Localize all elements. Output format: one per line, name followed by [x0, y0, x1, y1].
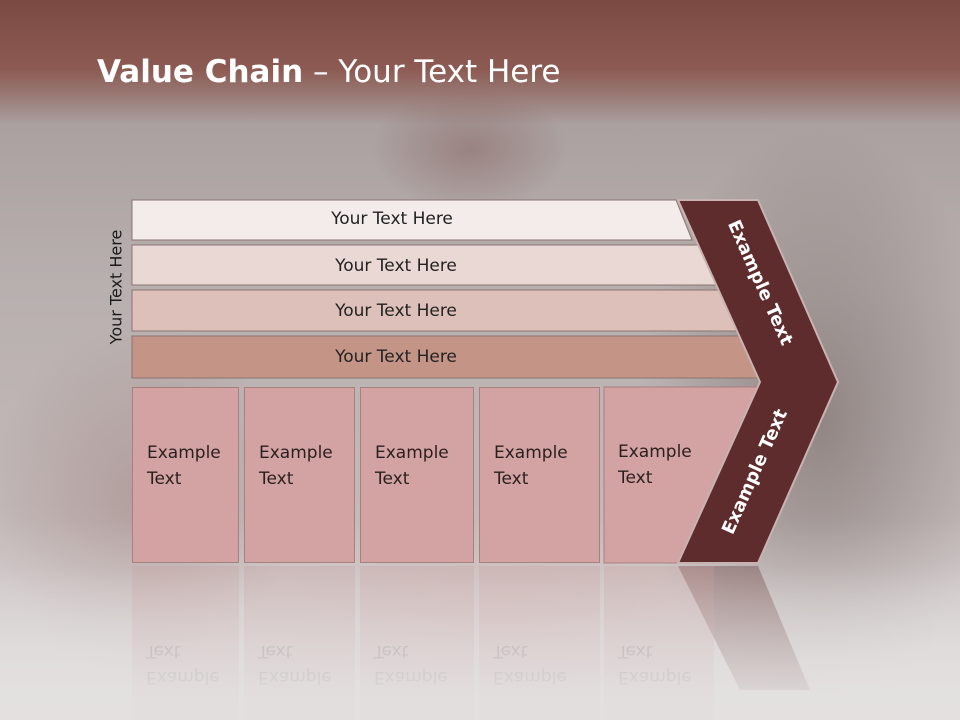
column-3[interactable]: Example Text — [360, 387, 474, 563]
bar-2-label: Your Text Here — [335, 256, 457, 276]
column-1[interactable]: Example Text — [132, 387, 239, 563]
chevron-arrow[interactable] — [676, 199, 840, 564]
bar-4-label: Your Text Here — [335, 347, 457, 367]
title-band — [0, 0, 960, 125]
column-2[interactable]: Example Text — [244, 387, 355, 563]
chevron-reflection — [678, 566, 810, 690]
column-4-label: Example Text — [494, 443, 568, 489]
bar-3: Your Text Here — [132, 292, 700, 330]
column-2-label: Example Text — [259, 443, 333, 489]
column-1-label: Example Text — [147, 443, 221, 489]
bar-1-label: Your Text Here — [331, 209, 453, 229]
bar-1: Your Text Here — [132, 200, 692, 238]
bar-3-label: Your Text Here — [335, 301, 457, 321]
column-5: Example Text — [604, 387, 714, 563]
slide-title[interactable]: Value Chain – Your Text Here — [97, 54, 560, 90]
bar-shape-1[interactable] — [131, 199, 693, 241]
column-4[interactable]: Example Text — [479, 387, 600, 563]
bar-2: Your Text Here — [132, 247, 700, 285]
bar-4: Your Text Here — [132, 338, 700, 376]
column-5-label: Example Text — [618, 442, 692, 488]
slide-title-bold: Value Chain — [97, 54, 304, 90]
slide-title-rest: – Your Text Here — [303, 54, 561, 90]
column-3-label: Example Text — [375, 443, 449, 489]
